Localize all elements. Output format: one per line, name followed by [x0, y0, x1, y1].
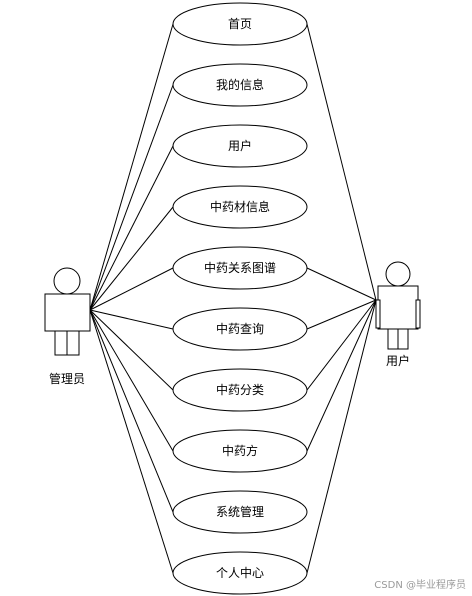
use-case-ellipse: [172, 246, 308, 290]
association-admin-2: [89, 145, 174, 311]
use-case-3: 中药材信息: [172, 185, 308, 229]
use-case-7: 中药方: [172, 429, 308, 473]
use-case-0: 首页: [172, 2, 308, 46]
use-case-9: 个人中心: [172, 551, 308, 595]
use-case-label: 系统管理: [216, 504, 264, 519]
actor-admin: 管理员: [44, 267, 91, 386]
actor-user-body: [377, 285, 419, 330]
actor-user-leg-left: [387, 328, 399, 350]
use-case-label: 中药关系图谱: [204, 260, 276, 275]
use-case-label: 中药分类: [216, 382, 264, 397]
use-case-4: 中药关系图谱: [172, 246, 308, 290]
actor-admin-leg-left: [54, 330, 68, 356]
association-admin-5: [89, 309, 174, 330]
use-case-ellipse: [172, 124, 308, 168]
association-admin-8: [89, 309, 174, 513]
use-case-ellipse: [172, 2, 308, 46]
association-user-6: [306, 299, 377, 391]
association-admin-3: [89, 206, 174, 311]
use-case-label: 首页: [228, 17, 252, 31]
use-case-ellipse: [172, 551, 308, 595]
association-user-5: [306, 299, 377, 330]
actor-admin-leg-right: [66, 330, 80, 356]
actor-user: 用户: [375, 261, 421, 368]
use-case-label: 中药方: [222, 443, 258, 458]
actor-admin-head: [53, 267, 81, 295]
actor-user-label: 用户: [386, 353, 410, 368]
use-case-8: 系统管理: [172, 490, 308, 534]
use-case-ellipse: [172, 185, 308, 229]
use-case-ellipse: [172, 63, 308, 107]
use-case-label: 中药查询: [216, 321, 264, 336]
association-user-0: [306, 23, 377, 301]
use-case-label: 个人中心: [216, 565, 264, 580]
use-case-5: 中药查询: [172, 307, 308, 351]
association-user-4: [306, 267, 377, 301]
actor-user-arm-left: [375, 299, 381, 329]
use-case-ellipse: [172, 490, 308, 534]
use-case-label: 中药材信息: [210, 199, 270, 214]
association-admin-7: [89, 309, 174, 452]
use-case-1: 我的信息: [172, 63, 308, 107]
association-admin-0: [89, 23, 174, 311]
association-lines: [89, 23, 377, 574]
actor-admin-body: [44, 293, 91, 332]
association-admin-6: [89, 309, 174, 391]
actor-user-head: [385, 261, 411, 287]
use-case-ellipse: [172, 368, 308, 412]
use-case-label: 我的信息: [216, 77, 264, 92]
use-case-label: 用户: [228, 138, 252, 153]
use-case-6: 中药分类: [172, 368, 308, 412]
association-user-9: [306, 299, 377, 574]
use-case-2: 用户: [172, 124, 308, 168]
actor-user-leg-right: [397, 328, 409, 350]
association-admin-1: [89, 84, 174, 311]
watermark: CSDN @毕业程序员: [374, 578, 466, 591]
use-case-ellipse: [172, 429, 308, 473]
use-case-ellipse: [172, 307, 308, 351]
association-user-7: [306, 299, 377, 452]
association-admin-4: [89, 267, 174, 311]
actor-user-arm-right: [415, 299, 421, 329]
association-admin-9: [89, 309, 174, 574]
actor-admin-label: 管理员: [49, 371, 85, 386]
